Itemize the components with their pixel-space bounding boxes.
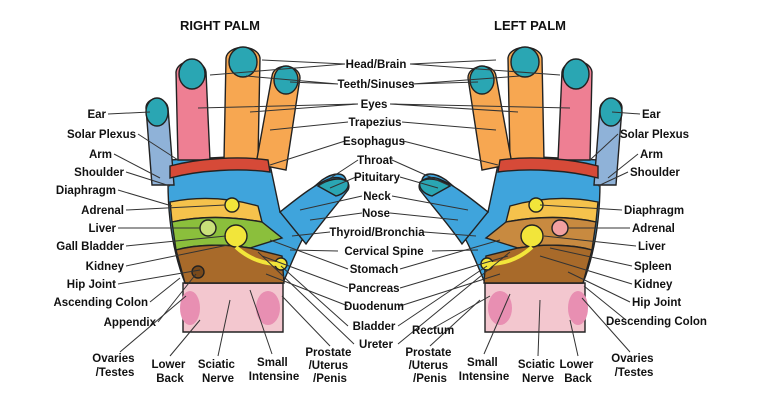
right-wrist-spot-right	[256, 291, 280, 325]
left-label-arm: Arm	[640, 149, 663, 161]
label-cervical-spine: Cervical Spine	[344, 246, 423, 258]
right-palm-bottom-labels: Ovaries /Testes Lower Back Sciatic Nerve…	[92, 347, 354, 385]
left-label-rectum: Rectum	[412, 325, 454, 337]
right-label-ovaries-testes: Ovaries /Testes	[92, 353, 137, 379]
right-label-shoulder: Shoulder	[74, 167, 124, 179]
left-wrist-spot-b	[488, 291, 512, 325]
right-label-liver: Liver	[89, 223, 117, 235]
right-label-prostate-uterus-penis: Prostate /Uterus /Penis	[305, 347, 354, 385]
right-label-sciatic-nerve: Sciatic Nerve	[198, 359, 238, 385]
left-label-spleen: Spleen	[634, 261, 672, 273]
left-palm-illustration	[418, 46, 623, 333]
left-ureter-line	[489, 245, 534, 266]
left-label-sciatic-nerve: Sciatic Nerve	[518, 359, 558, 385]
right-kidney-point	[224, 224, 248, 248]
left-label-prostate-uterus-penis: Prostate /Uterus /Penis	[405, 347, 454, 385]
left-label-small-intensine: Small Intensine	[459, 357, 509, 383]
left-palm-title: LEFT PALM	[494, 18, 566, 33]
left-label-descending-colon: Descending Colon	[606, 316, 707, 328]
right-wrist-spot-left	[180, 291, 200, 325]
left-label-ear: Ear	[642, 109, 661, 121]
leader-lines	[107, 59, 641, 357]
label-esophagus: Esophagus	[343, 136, 405, 148]
right-adrenal-point	[224, 197, 240, 213]
label-bladder: Bladder	[353, 321, 396, 333]
right-ring-tip	[178, 58, 206, 90]
right-middle	[223, 46, 261, 161]
left-label-solar-plexus: Solar Plexus	[620, 129, 689, 141]
label-nose: Nose	[362, 208, 390, 220]
right-label-arm: Arm	[89, 149, 112, 161]
label-pancreas: Pancreas	[348, 283, 399, 295]
label-duodenum: Duodenum	[344, 301, 404, 313]
right-palm-title: RIGHT PALM	[180, 18, 260, 33]
center-label-group: Head/Brain Teeth/Sinuses Eyes Trapezius …	[329, 59, 425, 351]
left-label-liver: Liver	[638, 241, 666, 253]
right-label-solar-plexus: Solar Plexus	[67, 129, 136, 141]
right-index-tip	[273, 65, 299, 95]
right-label-ear: Ear	[87, 109, 106, 121]
right-label-ascending-colon: Ascending Colon	[53, 297, 148, 309]
left-palm-side-labels: Ear Solar Plexus Arm Shoulder Diaphragm …	[606, 109, 707, 328]
right-label-gall-bladder: Gall Bladder	[56, 241, 124, 253]
right-label-hip-joint: Hip Joint	[67, 279, 116, 291]
left-pinky-tip	[599, 97, 623, 127]
left-label-lower-back: Lower Back	[559, 359, 596, 385]
label-pituitary: Pituitary	[354, 172, 401, 184]
right-label-kidney: Kidney	[86, 261, 125, 273]
label-eyes: Eyes	[361, 99, 388, 111]
left-label-hip-joint: Hip Joint	[632, 297, 681, 309]
left-wrist-spot-a	[568, 291, 588, 325]
right-palm-side-labels: Ear Solar Plexus Arm Shoulder Diaphragm …	[53, 109, 156, 329]
right-label-appendix: Appendix	[104, 317, 157, 329]
label-neck: Neck	[363, 191, 391, 203]
label-ureter: Ureter	[359, 339, 393, 351]
left-middle-tip	[510, 46, 540, 78]
left-diaphragm-point	[551, 219, 569, 237]
label-thyroid-bronchia: Thyroid/Bronchia	[329, 227, 425, 239]
right-label-adrenal: Adrenal	[81, 205, 124, 217]
right-trapezius-band	[169, 157, 271, 179]
left-label-kidney: Kidney	[634, 279, 673, 291]
right-middle-tip	[228, 46, 258, 78]
left-trapezius-band	[497, 157, 599, 179]
left-ring-tip	[562, 58, 590, 90]
left-label-diaphragm: Diaphragm	[624, 205, 684, 217]
right-label-small-intensine: Small Intensine	[249, 357, 299, 383]
right-gallbladder-point	[199, 219, 217, 237]
right-ureter-line	[234, 245, 279, 266]
right-label-lower-back: Lower Back	[151, 359, 188, 385]
left-kidney-point	[520, 224, 544, 248]
left-label-adrenal: Adrenal	[632, 223, 675, 235]
right-palm-illustration	[145, 46, 350, 333]
label-teeth-sinuses: Teeth/Sinuses	[337, 79, 414, 91]
label-throat: Throat	[357, 155, 393, 167]
left-palm-bottom-labels: Rectum Prostate /Uterus /Penis Small Int…	[405, 325, 656, 385]
label-stomach: Stomach	[350, 264, 399, 276]
left-label-ovaries-testes: Ovaries /Testes	[611, 353, 656, 379]
label-head-brain: Head/Brain	[346, 59, 407, 71]
right-label-diaphragm: Diaphragm	[56, 185, 116, 197]
label-trapezius: Trapezius	[348, 117, 401, 129]
left-label-shoulder: Shoulder	[630, 167, 680, 179]
left-middle	[507, 46, 545, 161]
